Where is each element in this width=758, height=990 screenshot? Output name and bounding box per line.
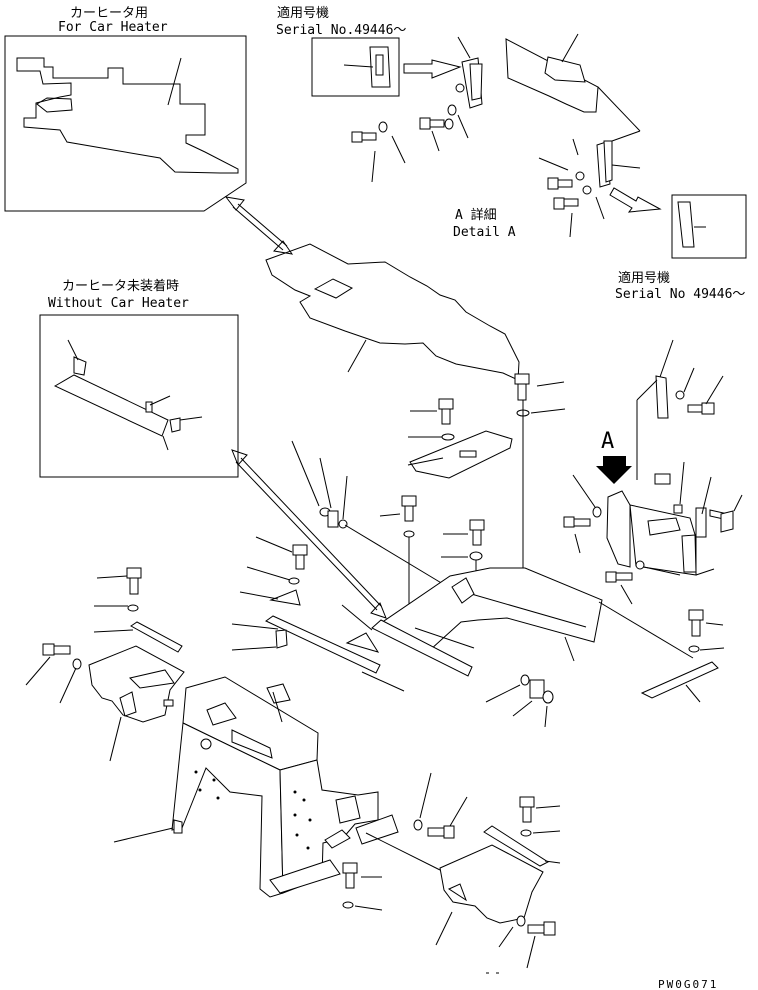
bolt-icon: [351, 131, 377, 143]
detail-a-assembly: [351, 33, 662, 238]
bolt-icon: [688, 609, 704, 637]
bolt-icon: [514, 373, 530, 401]
bolt-icon: [126, 567, 142, 595]
car-heater-label-en: For Car Heater: [58, 20, 168, 35]
detail-a-label-en: Detail A: [453, 225, 516, 240]
bolt-icon: [42, 643, 71, 656]
serial-right-label-jp: 適用号機: [618, 270, 670, 286]
bolt-icon: [519, 796, 535, 823]
floor-mat: [265, 243, 520, 381]
drawing-code: PW0G071: [658, 978, 718, 990]
bolt-icon: [401, 495, 417, 522]
link-arrow-top: [224, 196, 294, 255]
serial-top-label-en: Serial No.49446～: [276, 23, 406, 38]
bolt-icon: [292, 544, 308, 570]
washer-icon: [444, 118, 454, 130]
without-heater-label-en: Without Car Heater: [48, 296, 189, 311]
bolt-icon: [427, 825, 455, 839]
center-assembly: [231, 373, 603, 728]
bolt-icon: [687, 402, 715, 415]
right-bracket-group: [563, 339, 743, 703]
bolt-icon: [469, 519, 485, 546]
serial-right-inset: [671, 194, 747, 259]
washer-icon: [378, 121, 388, 133]
bolt-icon: [553, 197, 579, 210]
bolt-icon: [438, 398, 454, 425]
view-arrow-icon: [596, 456, 632, 484]
serial-top-label-jp: 適用号機: [277, 5, 329, 21]
detail-a-label-jp: A 詳細: [455, 207, 497, 223]
bolt-icon: [342, 862, 358, 889]
serial-right-label-en: Serial No 49446～: [615, 287, 745, 302]
without-heater-inset: [39, 314, 239, 478]
bolt-icon: [563, 516, 591, 528]
car-heater-label-jp: カーヒータ用: [70, 6, 148, 21]
without-heater-label-jp: カーヒータ未装着時: [62, 278, 179, 294]
serial-top-inset: [311, 37, 462, 97]
left-cover-group: [25, 567, 185, 762]
link-arrow-left: [231, 449, 387, 619]
bolt-icon: [605, 571, 633, 583]
bolt-icon: [527, 921, 556, 936]
frame-holes: [194, 770, 312, 850]
right-cover-group: [342, 772, 561, 974]
main-frame: [113, 676, 399, 898]
bolt-icon: [419, 117, 445, 130]
car-heater-inset: [4, 35, 247, 212]
bolt-icon: [547, 177, 573, 190]
view-marker-a: A: [601, 429, 614, 454]
